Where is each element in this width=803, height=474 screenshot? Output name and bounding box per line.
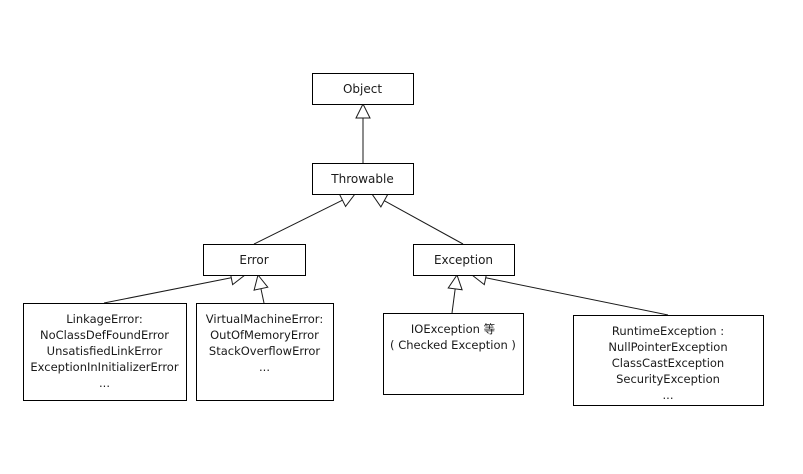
node-throwable[interactable]: Throwable	[312, 163, 414, 195]
edge-line-error-extends-throwable	[253, 199, 343, 245]
node-label-virtual-machine-error-line-2: StackOverflowError	[209, 344, 320, 358]
node-label-virtual-machine-error-line-0: VirtualMachineError:	[206, 312, 323, 326]
generalization-arrow-icon-exception-extends-throwable	[371, 193, 389, 208]
node-box-error	[203, 244, 306, 276]
node-label-error: Error	[239, 253, 268, 267]
node-exception[interactable]: Exception	[413, 244, 515, 276]
node-runtime-exception[interactable]: RuntimeException : NullPointerExceptionCl…	[573, 315, 764, 406]
node-label-linkage-error-line-2: UnsatisfiedLinkError	[47, 344, 163, 358]
edge-line-linkage-error-extends-error	[103, 277, 232, 304]
node-virtual-machine-error[interactable]: VirtualMachineError: OutOfMemoryErrorStac…	[196, 303, 334, 401]
generalization-arrow-icon-virtual-machine-error-extends-error	[253, 273, 269, 291]
edge-virtual-machine-error-extends-error	[253, 273, 269, 304]
node-box-io-exception	[383, 313, 524, 395]
generalization-arrow-icon-throwable-extends-object	[355, 102, 371, 119]
node-linkage-error[interactable]: LinkageError: NoClassDefFoundErrorUnsatis…	[23, 303, 187, 401]
node-label-exception: Exception	[434, 253, 493, 267]
edge-layer	[103, 102, 669, 316]
node-box-exception	[413, 244, 515, 276]
node-label-runtime-exception-line-3: SecurityException	[616, 372, 720, 386]
node-box-runtime-exception	[573, 315, 764, 406]
node-label-virtual-machine-error-line-1: OutOfMemoryError	[210, 328, 319, 342]
edge-line-io-exception-extends-exception	[451, 288, 456, 314]
node-label-io-exception-line-0: IOException 等	[411, 322, 495, 336]
node-io-exception[interactable]: IOException 等 ( Checked Exception )	[383, 313, 524, 395]
node-label-linkage-error-line-4: ...	[99, 376, 110, 390]
node-label-linkage-error-line-1: NoClassDefFoundError	[40, 328, 169, 342]
node-label-object: Object	[343, 82, 382, 96]
node-label-runtime-exception-line-2: ClassCastException	[612, 356, 724, 370]
node-label-runtime-exception-line-1: NullPointerException	[608, 340, 727, 354]
node-box-virtual-machine-error	[196, 303, 334, 401]
edge-throwable-extends-object	[355, 102, 371, 163]
node-box-throwable	[312, 163, 414, 195]
node-label-runtime-exception-line-0: RuntimeException :	[612, 324, 724, 338]
node-box-linkage-error	[23, 303, 187, 401]
node-label-linkage-error-line-3: ExceptionInInitializerError	[30, 360, 178, 374]
node-label-virtual-machine-error-line-3: ...	[259, 360, 270, 374]
edge-line-exception-extends-throwable	[384, 200, 464, 245]
node-object[interactable]: Object	[312, 73, 414, 105]
node-error[interactable]: Error	[203, 244, 306, 276]
edge-error-extends-throwable	[253, 193, 357, 245]
edge-runtime-exception-extends-exception	[470, 270, 669, 316]
generalization-arrow-icon-io-exception-extends-exception	[447, 273, 463, 291]
node-label-linkage-error-line-0: LinkageError:	[66, 312, 142, 326]
node-label-runtime-exception-line-4: ...	[663, 388, 674, 402]
edge-line-runtime-exception-extends-exception	[485, 277, 669, 316]
edge-line-virtual-machine-error-extends-error	[260, 288, 265, 304]
node-label-throwable: Throwable	[330, 172, 393, 186]
edge-exception-extends-throwable	[371, 193, 464, 245]
node-box-object	[312, 73, 414, 105]
edge-io-exception-extends-exception	[447, 273, 463, 314]
node-label-io-exception-line-1: ( Checked Exception )	[390, 338, 516, 352]
